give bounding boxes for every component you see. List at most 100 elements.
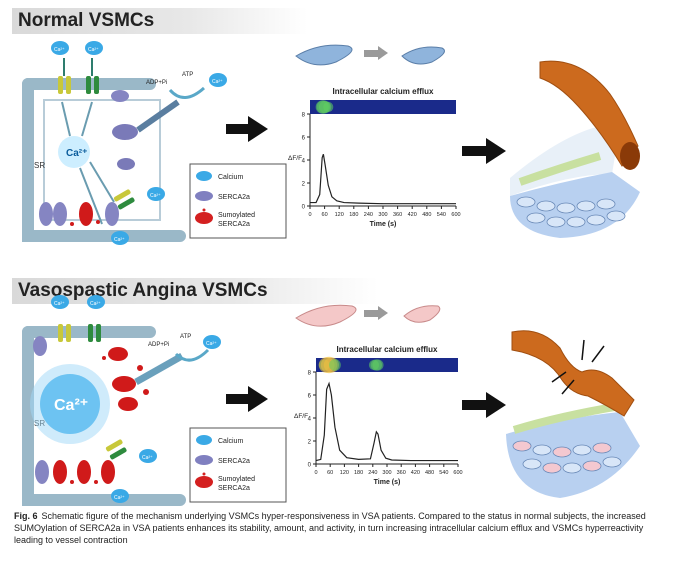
channel-right — [113, 189, 135, 210]
channel-top-1 — [58, 324, 71, 342]
chart-title: Intracellular calcium efflux — [333, 87, 434, 96]
heatmap-strip — [310, 100, 456, 114]
cell-change-arrow — [364, 46, 388, 60]
x-tick-label: 360 — [393, 212, 402, 218]
y-axis-label: ΔF/F — [294, 413, 308, 420]
svg-text:SERCA2a: SERCA2a — [218, 194, 250, 201]
x-tick-label: 60 — [322, 212, 328, 218]
calcium-ion-2: Ca²⁺ — [87, 295, 105, 309]
center-ion-label: Ca²⁺ — [54, 397, 88, 414]
serca-right-2 — [117, 158, 135, 170]
legend: Calcium SERCA2a Sumoylated SERCA2a — [189, 427, 287, 503]
calcium-ion-2: Ca²⁺ — [85, 41, 103, 55]
cell-shape-before — [295, 304, 357, 327]
normal-panel: Normal VSMCs SR Ca²⁺ — [0, 6, 680, 251]
calcium-ion-5: Ca²⁺ — [111, 489, 129, 503]
atp-arrow: ATP ADP+Pi — [148, 334, 210, 362]
serca-bottom-row — [35, 460, 115, 484]
x-tick-label: 240 — [364, 212, 373, 218]
x-tick-label: 240 — [368, 470, 377, 476]
arrow-right-2 — [462, 392, 506, 418]
calcium-ion-3: Ca²⁺ — [209, 73, 227, 87]
caption-lead: Fig. 6 — [14, 511, 38, 521]
svg-text:Ca²⁺: Ca²⁺ — [206, 341, 217, 347]
x-tick-label: 180 — [354, 470, 363, 476]
calcium-ion-1: Ca²⁺ — [51, 295, 69, 309]
svg-text:Ca²⁺: Ca²⁺ — [90, 301, 101, 307]
atp-label: ATP — [182, 72, 193, 78]
y-axis-label: ΔF/F — [288, 155, 302, 162]
y-tick-label: 4 — [302, 159, 306, 165]
caption-text: Schematic figure of the mechanism underl… — [14, 511, 646, 545]
y-tick-label: 8 — [302, 113, 306, 119]
heatmap-strip — [316, 358, 458, 372]
y-tick-label: 2 — [308, 440, 312, 446]
y-tick-label: 4 — [308, 417, 312, 423]
x-tick-label: 540 — [439, 470, 448, 476]
svg-text:Sumoylated: Sumoylated — [218, 212, 255, 219]
cell-layer — [516, 196, 626, 228]
serca-bottom-row — [39, 202, 119, 226]
x-tick-label: 120 — [340, 470, 349, 476]
panel-title: Normal VSMCs — [12, 8, 308, 34]
svg-text:Ca²⁺: Ca²⁺ — [54, 47, 65, 53]
y-tick-label: 0 — [302, 205, 306, 211]
x-axis-label: Time (s) — [374, 479, 401, 486]
calcium-ion-5: Ca²⁺ — [111, 231, 129, 245]
adp-label: ADP+Pi — [148, 342, 169, 348]
calcium-trace — [310, 154, 456, 205]
cell-layer — [512, 440, 622, 474]
legend-item-calcium: Calcium — [196, 435, 243, 445]
x-tick-label: 480 — [425, 470, 434, 476]
channel-right — [105, 439, 127, 460]
svg-text:Ca²⁺: Ca²⁺ — [114, 237, 125, 243]
arrow-right-1 — [226, 386, 268, 412]
heatmap-hotspot — [372, 359, 384, 371]
calcium-ion-4: Ca²⁺ — [147, 187, 165, 201]
x-tick-label: 600 — [453, 470, 462, 476]
serca-top-left — [33, 336, 47, 356]
flux-arrows — [61, 101, 115, 225]
atp-label: ATP — [180, 334, 191, 340]
x-tick-label: 120 — [335, 212, 344, 218]
x-tick-label: 180 — [349, 212, 358, 218]
legend-item-serca2a: SERCA2a — [195, 455, 250, 465]
calcium-trace — [315, 381, 458, 462]
x-tick-label: 540 — [437, 212, 446, 218]
svg-text:Ca²⁺: Ca²⁺ — [142, 455, 153, 461]
svg-text:Sumoylated: Sumoylated — [218, 476, 255, 483]
vsa-schematic: SR Ca²⁺ — [22, 295, 640, 506]
svg-text:Calcium: Calcium — [218, 438, 243, 445]
sumo-serca-cluster — [102, 347, 184, 411]
x-axis-label: Time (s) — [370, 221, 397, 228]
svg-text:Ca²⁺: Ca²⁺ — [212, 79, 223, 85]
arrow-right-2 — [462, 138, 506, 164]
legend: Calcium SERCA2a Sumoylated SERCA2a — [189, 163, 287, 239]
heatmap-hotspot — [323, 101, 334, 113]
legend-item-sumoylated: Sumoylated SERCA2a — [195, 472, 255, 492]
y-tick-label: 6 — [302, 136, 306, 142]
channel-top-2 — [86, 58, 99, 94]
calcium-ion-3: Ca²⁺ — [203, 335, 221, 349]
adp-label: ADP+Pi — [146, 80, 167, 86]
y-tick-label: 6 — [308, 394, 312, 400]
legend-item-serca2a: SERCA2a — [195, 191, 250, 201]
channel-top-1 — [58, 58, 71, 94]
calcium-glow: Ca²⁺ — [58, 136, 90, 168]
vessel-illustration — [510, 60, 640, 238]
svg-text:SERCA2a: SERCA2a — [218, 458, 250, 465]
svg-text:SERCA2a: SERCA2a — [218, 485, 250, 492]
serca-right-1 — [112, 99, 180, 140]
calcium-ion-1: Ca²⁺ — [51, 41, 69, 55]
sr-compartment: SR — [34, 99, 161, 221]
calcium-glow: Ca²⁺ — [30, 364, 110, 444]
svg-text:Calcium: Calcium — [218, 174, 243, 181]
y-tick-label: 0 — [308, 463, 312, 469]
x-tick-label: 0 — [308, 212, 311, 218]
arrow-right-1 — [226, 116, 268, 142]
x-tick-label: 420 — [408, 212, 417, 218]
panel-title: Vasospastic Angina VSMCs — [12, 278, 378, 304]
center-ion-label: Ca²⁺ — [66, 148, 87, 159]
